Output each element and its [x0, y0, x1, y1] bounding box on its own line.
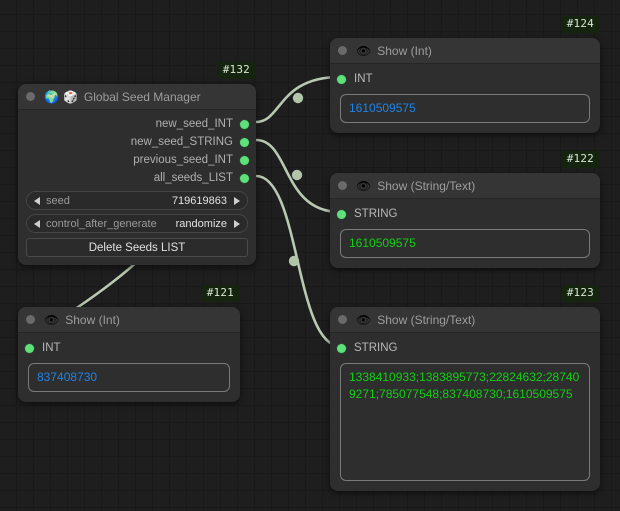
- node-id-badge: #122: [560, 151, 600, 168]
- port-dot[interactable]: [25, 343, 34, 353]
- wire-new-seed-int-to-124: [255, 75, 341, 124]
- dice-icon: 🎲: [62, 89, 78, 104]
- widget-seed[interactable]: seed 719619863: [26, 191, 248, 210]
- node-id-badge: #123: [560, 285, 600, 302]
- node-id-badge: #121: [200, 285, 240, 302]
- output-label: all_seeds_LIST: [153, 172, 233, 184]
- widget-value[interactable]: randomize: [175, 217, 227, 230]
- port-dot[interactable]: [240, 137, 249, 147]
- input-label: INT: [354, 73, 373, 85]
- input-port-string[interactable]: STRING: [330, 203, 600, 225]
- wire-all-seeds-list-to-123: [255, 174, 341, 348]
- node-global-seed-manager[interactable]: #132 🌍 🎲 Global Seed Manager new_seed_IN…: [18, 62, 256, 265]
- output-label: new_seed_INT: [155, 118, 233, 130]
- previous-option-arrow-icon[interactable]: [34, 219, 40, 228]
- node-id-badge: #132: [216, 62, 256, 79]
- input-label: STRING: [354, 208, 398, 220]
- eye-icon: 👁: [44, 312, 60, 327]
- node-header[interactable]: 👁 Show (Int): [18, 307, 240, 333]
- port-dot[interactable]: [240, 119, 249, 129]
- node-body: STRING 1610509575: [330, 199, 600, 258]
- value-display-int: 1610509575: [340, 94, 590, 123]
- node-show-int-124[interactable]: #124 👁 Show (Int) INT 1610509575: [330, 16, 600, 133]
- output-label: previous_seed_INT: [133, 154, 233, 166]
- next-option-arrow-icon[interactable]: [234, 219, 240, 228]
- node-header[interactable]: 👁 Show (String/Text): [330, 307, 600, 333]
- node-body: INT 837408730: [18, 333, 240, 392]
- port-dot[interactable]: [337, 343, 346, 353]
- eye-icon: 👁: [356, 312, 372, 327]
- node-header[interactable]: 👁 Show (String/Text): [330, 173, 600, 199]
- input-label: INT: [42, 342, 61, 354]
- delete-seeds-list-button[interactable]: Delete Seeds LIST: [26, 238, 248, 257]
- node-title: Show (Int): [377, 43, 432, 58]
- globe-icon: 🌍: [44, 89, 59, 104]
- input-label: STRING: [354, 342, 398, 354]
- output-port-all-seeds-list[interactable]: all_seeds_LIST: [18, 169, 256, 187]
- node-body: STRING 1338410933;1383895773;22824632;28…: [330, 333, 600, 481]
- increment-arrow-icon[interactable]: [234, 196, 240, 205]
- output-port-new-seed-int[interactable]: new_seed_INT: [18, 115, 256, 133]
- wire-midpoint-dot: [291, 169, 303, 181]
- node-body: new_seed_INT new_seed_STRING previous_se…: [18, 110, 256, 257]
- value-display-int: 837408730: [28, 363, 230, 392]
- widget-value[interactable]: 719619863: [171, 194, 227, 207]
- widget-label: control_after_generate: [46, 217, 157, 230]
- wire-new-seed-string-to-122: [255, 138, 341, 214]
- output-port-previous-seed-int[interactable]: previous_seed_INT: [18, 151, 256, 169]
- port-dot[interactable]: [240, 173, 249, 183]
- collapse-dot[interactable]: [338, 46, 347, 55]
- input-port-int[interactable]: INT: [330, 68, 600, 90]
- node-header[interactable]: 👁 Show (Int): [330, 38, 600, 64]
- value-display-string: 1610509575: [340, 229, 590, 258]
- node-title: Show (String/Text): [377, 312, 476, 327]
- node-title: Show (Int): [65, 312, 120, 327]
- input-port-string[interactable]: STRING: [330, 337, 600, 359]
- widget-control-after-generate[interactable]: control_after_generate randomize: [26, 214, 248, 233]
- collapse-dot[interactable]: [338, 315, 347, 324]
- output-label: new_seed_STRING: [130, 136, 233, 148]
- node-title: Show (String/Text): [377, 178, 476, 193]
- widget-label: seed: [46, 194, 70, 207]
- input-port-int[interactable]: INT: [18, 337, 240, 359]
- collapse-dot[interactable]: [26, 315, 35, 324]
- collapse-dot[interactable]: [338, 181, 347, 190]
- eye-icon: 👁: [356, 43, 372, 58]
- node-title: Global Seed Manager: [83, 89, 201, 104]
- port-dot[interactable]: [337, 209, 346, 219]
- node-show-string-122[interactable]: #122 👁 Show (String/Text) STRING 1610509…: [330, 151, 600, 268]
- eye-icon: 👁: [356, 178, 372, 193]
- node-show-string-123[interactable]: #123 👁 Show (String/Text) STRING 1338410…: [330, 285, 600, 491]
- node-id-badge: #124: [560, 16, 600, 33]
- collapse-dot[interactable]: [26, 92, 35, 101]
- value-display-string: 1338410933;1383895773;22824632;287409271…: [340, 363, 590, 481]
- node-header[interactable]: 🌍 🎲 Global Seed Manager: [18, 84, 256, 110]
- port-dot[interactable]: [240, 155, 249, 165]
- node-show-int-121[interactable]: #121 👁 Show (Int) INT 837408730: [18, 285, 240, 402]
- output-port-new-seed-string[interactable]: new_seed_STRING: [18, 133, 256, 151]
- wire-midpoint-dot: [288, 255, 300, 267]
- port-dot[interactable]: [337, 74, 346, 84]
- node-body: INT 1610509575: [330, 64, 600, 123]
- wire-midpoint-dot: [292, 92, 304, 104]
- decrement-arrow-icon[interactable]: [34, 196, 40, 205]
